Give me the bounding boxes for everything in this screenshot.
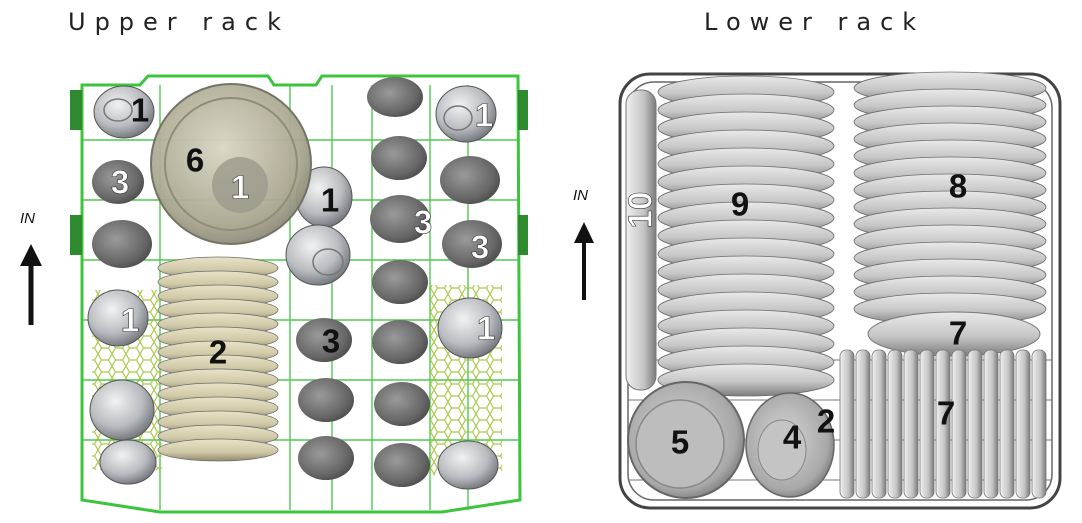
label-cup: 1 bbox=[121, 302, 139, 339]
clip-right-mid bbox=[518, 215, 528, 255]
glass bbox=[372, 260, 428, 304]
glass bbox=[372, 320, 428, 364]
dessert-plate bbox=[1016, 350, 1030, 498]
label-pot: 5 bbox=[671, 424, 689, 461]
label-bowl: 6 bbox=[186, 142, 204, 179]
tray-10 bbox=[626, 90, 656, 390]
glass bbox=[374, 443, 430, 487]
dessert-plate bbox=[984, 350, 998, 498]
dessert-plate bbox=[856, 350, 870, 498]
label-plates-right: 8 bbox=[949, 168, 967, 205]
label-bowl-4: 4 bbox=[783, 419, 802, 456]
label-cup: 1 bbox=[477, 310, 495, 347]
label-cup: 1 bbox=[321, 182, 339, 219]
cup bbox=[90, 380, 154, 440]
dessert-plate bbox=[840, 350, 854, 498]
glass bbox=[298, 436, 354, 480]
plate bbox=[158, 439, 278, 461]
plate-stack-9 bbox=[658, 76, 834, 396]
label-cup: 1 bbox=[131, 92, 149, 129]
lower-rack: 10 9 8 7 7 5 4 2 bbox=[620, 72, 1060, 508]
glass bbox=[374, 382, 430, 426]
label-cup: 1 bbox=[475, 97, 493, 134]
dessert-plate bbox=[872, 350, 886, 498]
label-small-plates: 7 bbox=[949, 315, 967, 352]
clip-left-mid bbox=[70, 215, 82, 255]
cup bbox=[438, 441, 498, 489]
dessert-plate bbox=[888, 350, 902, 498]
label-glass: 3 bbox=[111, 164, 129, 201]
label-bowl-inner: 1 bbox=[231, 169, 249, 206]
upper-rack: 1 1 1 1 1 3 3 3 3 6 1 2 bbox=[70, 76, 528, 512]
label-glass: 3 bbox=[322, 323, 340, 360]
dessert-plate bbox=[1000, 350, 1014, 498]
lower-in-arrow bbox=[574, 222, 594, 300]
label-plates-left: 9 bbox=[731, 186, 749, 223]
cup bbox=[100, 440, 156, 484]
label-plates: 2 bbox=[209, 334, 227, 371]
upper-in-arrow bbox=[20, 244, 42, 325]
label-dessert-plates: 7 bbox=[937, 395, 955, 432]
label-tray: 10 bbox=[622, 192, 659, 229]
large-bowl bbox=[151, 84, 311, 244]
clip-right-top bbox=[518, 90, 528, 130]
dessert-plate bbox=[1032, 350, 1046, 498]
glass bbox=[367, 77, 423, 117]
dessert-plate bbox=[920, 350, 934, 498]
label-glass: 3 bbox=[471, 229, 489, 266]
dessert-plate bbox=[904, 350, 918, 498]
label-glass: 3 bbox=[414, 204, 432, 241]
glass bbox=[298, 378, 354, 422]
clip-left-top bbox=[70, 90, 82, 130]
label-side: 2 bbox=[817, 403, 835, 440]
glass bbox=[440, 156, 500, 204]
glass bbox=[371, 136, 427, 180]
dessert-plate bbox=[968, 350, 982, 498]
glass bbox=[92, 220, 152, 268]
